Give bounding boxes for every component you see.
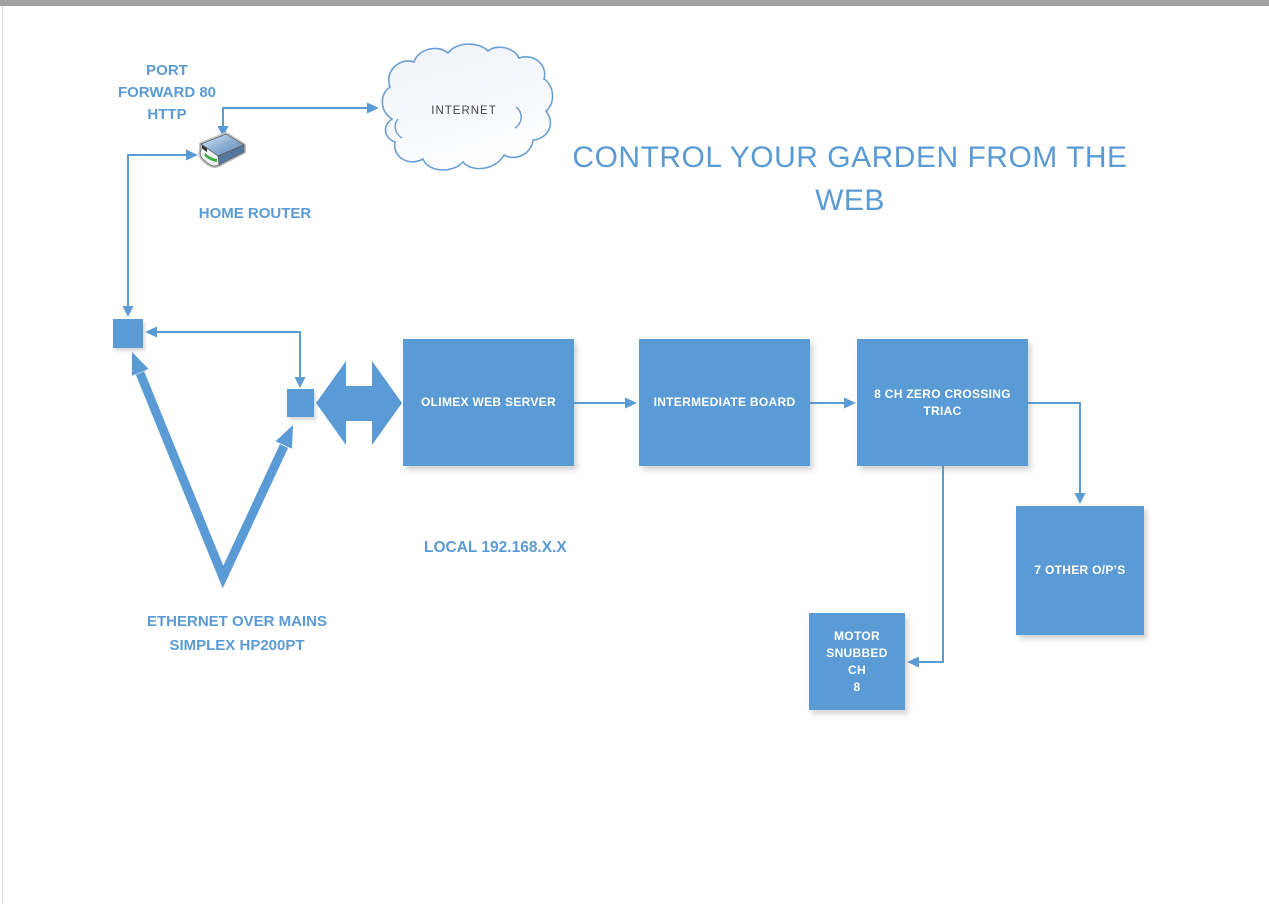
node-motor-snubbed-ch8: MOTOR SNUBBED CH 8: [809, 613, 905, 710]
thick-arrowhead-left: [131, 352, 149, 376]
cloud-inner-arcs: [394, 106, 522, 139]
window-top-edge: [0, 0, 1269, 6]
arrowhead-into-adapter1-right: [145, 326, 157, 338]
internet-label: INTERNET: [431, 105, 497, 117]
ethernet-over-mains-arrows: [131, 352, 293, 589]
arrowhead-into-adapter1-top: [122, 306, 134, 317]
arrowhead-into-router-left: [186, 149, 198, 161]
connector-adapter1-router: [127, 154, 186, 306]
router-port-block: [202, 145, 207, 152]
cloud-outline: [381, 43, 554, 171]
router-led-strip: [204, 153, 217, 162]
thick-arrowhead-right: [275, 425, 293, 449]
connector-triac-otheroutputs: [1028, 402, 1081, 493]
mains-adapter-2: [287, 389, 314, 417]
connector-triac-motor: [918, 466, 944, 663]
node-intermediate-board: INTERMEDIATE BOARD: [639, 339, 810, 466]
arrowhead-into-adapter2-top: [294, 377, 306, 388]
mains-adapter-1: [113, 319, 143, 348]
arrowhead-into-otheroutputs: [1074, 493, 1086, 504]
slide-title: CONTROL YOUR GARDEN FROM THE WEB: [572, 141, 1128, 217]
home-router-icon: [198, 132, 246, 169]
connector-router-internet: [222, 107, 367, 126]
arrowhead-into-motor: [907, 656, 919, 668]
arrowhead-into-triac: [844, 397, 856, 409]
ethernet-over-mains-label: ETHERNET OVER MAINS SIMPLEX HP200PT: [146, 613, 327, 654]
arrowhead-into-intermediate: [625, 397, 637, 409]
node-8ch-zero-crossing-triac: 8 CH ZERO CROSSING TRIAC: [857, 339, 1028, 466]
node-7-other-outputs: 7 OTHER O/P’S: [1016, 506, 1144, 635]
home-router-label: HOME ROUTER: [198, 205, 312, 222]
port-forward-label: PORT FORWARD 80 HTTP: [117, 62, 217, 123]
arrowhead-into-router-top: [217, 126, 229, 137]
internet-cloud: [381, 43, 554, 171]
node-olimex-web-server: OLIMEX WEB SERVER: [403, 339, 574, 466]
arrowhead-into-cloud: [367, 102, 379, 114]
block-double-arrow: [316, 361, 402, 445]
connector-adapter2-adapter1: [156, 331, 301, 377]
local-ip-label: LOCAL 192.168.X.X: [424, 539, 567, 556]
window-left-edge: [2, 6, 3, 904]
